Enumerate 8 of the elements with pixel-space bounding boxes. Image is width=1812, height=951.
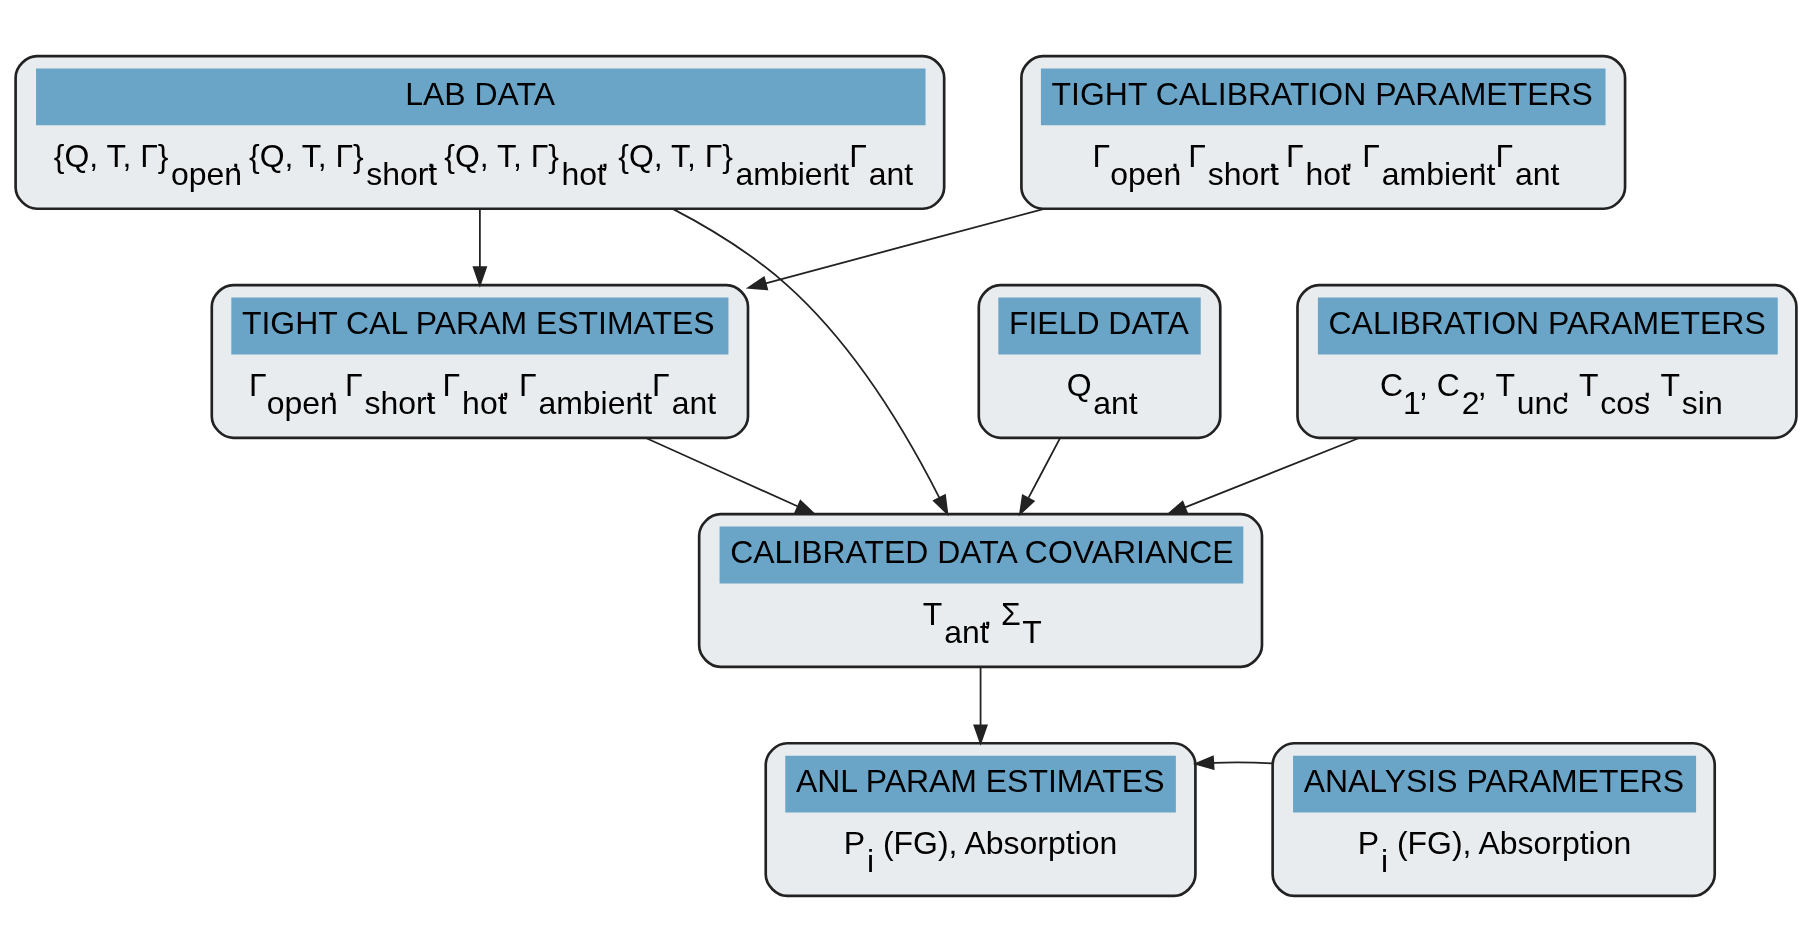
arrow (645, 436, 817, 515)
arrow (1018, 436, 1061, 516)
arrow (671, 207, 949, 516)
arrow (472, 207, 488, 288)
arrow (973, 666, 989, 746)
arrow (745, 207, 1046, 290)
arrow (1192, 754, 1274, 770)
arrow (1165, 436, 1361, 515)
